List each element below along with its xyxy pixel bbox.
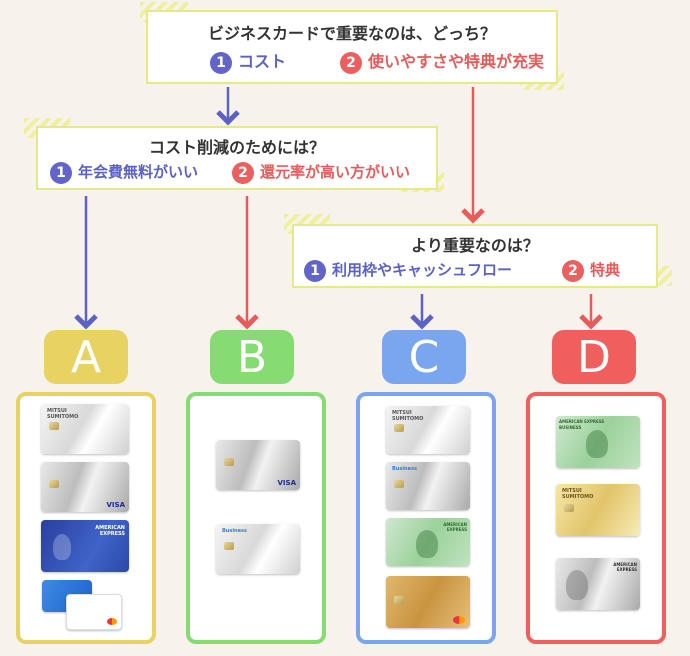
question-3-box: より重要なのは？ 1 利用枠やキャッシュフロー 2 特典	[292, 224, 658, 288]
q3-option-2-label: 特典	[590, 261, 621, 279]
card-a-white-small	[66, 594, 122, 630]
q2-option-2-label: 還元率が高い方がいい	[260, 163, 411, 181]
card-b-visa-silver: VISA	[216, 440, 300, 490]
q1-option-2-label: 使いやすさや特典が充実	[368, 52, 545, 71]
result-d-label: D	[552, 330, 636, 384]
amex-logo-d1: AMERICAN EXPRESS	[559, 419, 605, 424]
question-1-title: ビジネスカードで重要なのは、どっち？	[207, 24, 496, 43]
q3-option-perks: 2 特典	[562, 259, 620, 282]
result-a-label: A	[44, 330, 128, 384]
visa-logo: VISA	[106, 501, 125, 509]
card-c-amex-green: AMERICAN EXPRESS	[386, 518, 470, 566]
question-2-title: コスト削減のためには？	[148, 138, 325, 157]
q1-option-1-label: コスト	[238, 52, 287, 71]
question-2-box: コスト削減のためには？ 1 年会費無料がいい 2 還元率が高い方がいい	[36, 126, 438, 190]
q2-option-high-return: 2 還元率が高い方がいい	[232, 161, 410, 184]
amex-logo-c: AMERICAN EXPRESS	[443, 522, 467, 532]
q1-option-1-number: 1	[210, 51, 232, 74]
question-3-title: より重要なのは？	[411, 236, 539, 255]
visa-logo-b: VISA	[277, 479, 296, 487]
card-a-visa-silver: VISA	[41, 462, 129, 512]
q3-option-cashflow: 1 利用枠やキャッシュフロー	[304, 259, 512, 282]
q3-option-2-number: 2	[562, 259, 584, 282]
q2-option-1-label: 年会費無料がいい	[78, 163, 199, 181]
amex-logo-d3: AMERICAN EXPRESS	[613, 562, 637, 572]
q1-option-cost: 1 コスト	[210, 48, 286, 74]
q1-option-benefits: 2 使いやすさや特典が充実	[340, 48, 544, 74]
question-1-box: ビジネスカードで重要なのは、どっち？ 1 コスト 2 使いやすさや特典が充実	[146, 10, 558, 84]
q1-option-2-number: 2	[340, 51, 362, 74]
q2-option-2-number: 2	[232, 161, 254, 184]
amex-logo: AMERICAN EXPRESS	[95, 525, 125, 537]
q3-option-1-label: 利用枠やキャッシュフロー	[332, 261, 513, 279]
q3-option-1-number: 1	[304, 259, 326, 282]
q2-option-free: 1 年会費無料がいい	[50, 161, 198, 184]
result-c-label: C	[382, 330, 466, 384]
card-a-amex-blue: AMERICAN EXPRESS	[41, 520, 129, 572]
result-b-label: B	[210, 330, 294, 384]
card-d-amex-green-business: AMERICAN EXPRESS BUSINESS	[556, 416, 640, 468]
business-text-d1: BUSINESS	[559, 425, 582, 430]
card-c-gold-mastercard	[386, 576, 470, 628]
card-b-silver-business: Business	[216, 524, 300, 574]
card-d-amex-platinum-business: AMERICAN EXPRESS	[556, 558, 640, 610]
q2-option-1-number: 1	[50, 161, 72, 184]
result-b-panel: VISA Business	[186, 392, 326, 644]
card-c-silver-business: Business	[386, 462, 470, 510]
